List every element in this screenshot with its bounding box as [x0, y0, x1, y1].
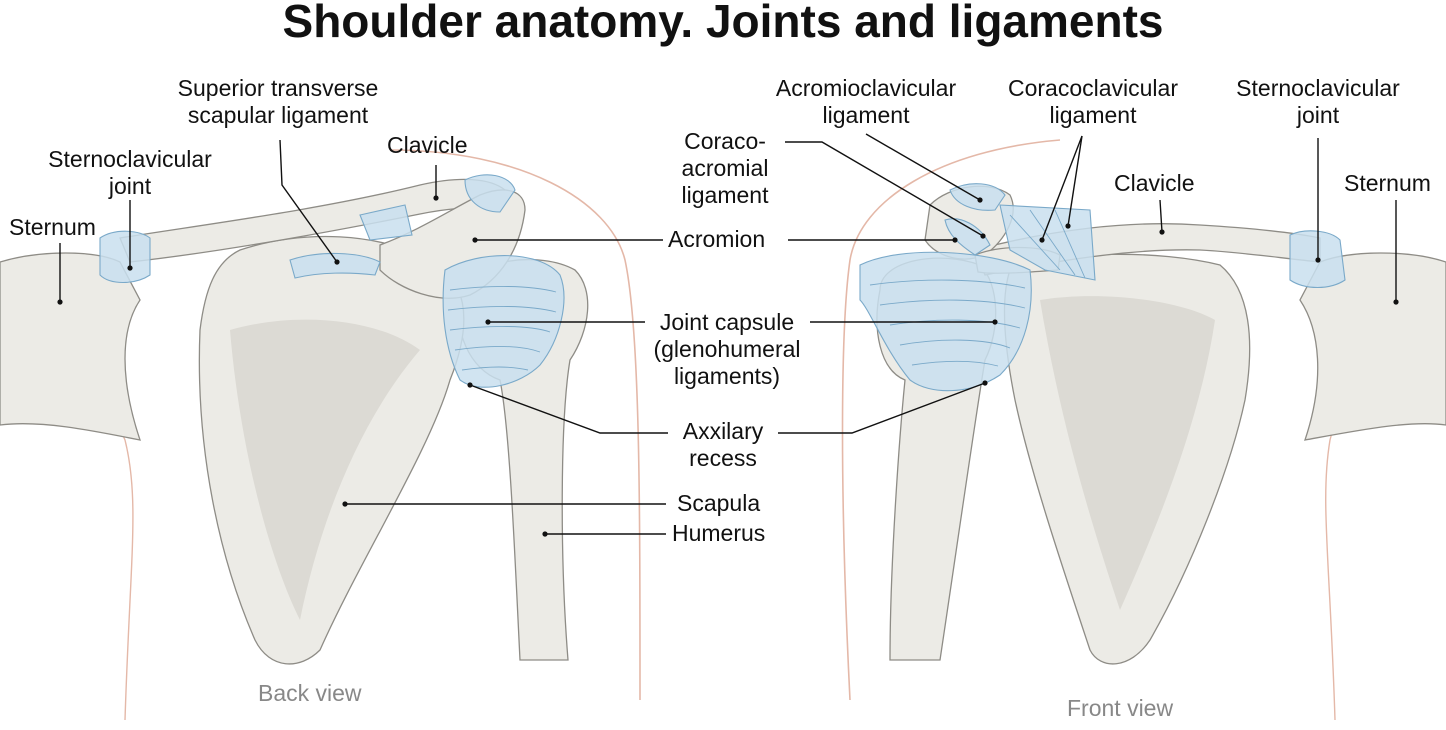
leader-dot	[1065, 223, 1071, 229]
front-view-illustration	[841, 139, 1446, 721]
capsule-striations-back	[447, 286, 557, 371]
label-sternum-right: Sternum	[1344, 170, 1431, 196]
body-outline-front	[841, 139, 1061, 701]
leader-dot	[485, 319, 491, 325]
leader-dot	[980, 233, 986, 239]
label-clavicle-left: Clavicle	[387, 132, 468, 158]
coracoacromial-lig	[944, 218, 991, 256]
superior-transverse-lig	[289, 252, 381, 279]
leader-dot	[992, 319, 998, 325]
leader-dots	[57, 195, 1399, 537]
leader-coracoclavicular-1	[1041, 135, 1083, 241]
label-sternoclavicular-joint-right: Sternoclavicular joint	[1236, 75, 1400, 128]
leader-dot	[982, 380, 988, 386]
leader-dot	[1315, 257, 1321, 263]
label-superior-transverse-scapular-ligament: Superior transverse scapular ligament	[177, 75, 379, 128]
leader-dot	[127, 265, 133, 271]
leader-superior-transverse	[279, 139, 338, 263]
label-axillary-recess: Axxilary recess	[682, 418, 764, 471]
leader-dot	[1039, 237, 1045, 243]
leader-dot	[1159, 229, 1165, 235]
leader-dot	[977, 197, 983, 203]
label-acromioclavicular-ligament: Acromioclavicular ligament	[775, 75, 957, 128]
leader-dot	[1393, 299, 1399, 305]
coracoclavicular-lig-front	[999, 204, 1096, 281]
leader-dot	[472, 237, 478, 243]
leader-axillary-left	[469, 384, 668, 434]
ac-lig-back	[464, 174, 516, 213]
conoid-lig-back	[359, 204, 413, 241]
diagram-title: Shoulder anatomy. Joints and ligaments	[282, 0, 1164, 47]
capsule-striations-front	[869, 209, 1086, 367]
label-acromion: Acromion	[668, 226, 766, 252]
leader-dot	[952, 237, 958, 243]
label-back-view: Back view	[258, 680, 362, 706]
leader-dot	[542, 531, 548, 537]
back-view-illustration	[0, 149, 641, 721]
leader-dot	[433, 195, 439, 201]
leader-lines	[59, 133, 1397, 535]
label-humerus: Humerus	[672, 520, 766, 546]
leader-axillary-right	[778, 382, 986, 434]
scapula-shade-back	[230, 319, 420, 620]
body-outline-back	[389, 149, 641, 701]
leader-dot	[334, 259, 340, 265]
label-coracoacromial-ligament: Coraco- acromial ligament	[681, 128, 769, 208]
sternoclavicular-lig-back	[99, 230, 151, 284]
leader-dot	[57, 299, 63, 305]
sternum-front	[1299, 252, 1446, 441]
leader-acromioclavicular	[865, 133, 981, 201]
label-clavicle-right: Clavicle	[1114, 170, 1195, 196]
leader-dot	[467, 382, 473, 388]
label-sternoclavicular-joint-left: Sternoclavicular joint	[48, 146, 212, 199]
leader-clavicle-right	[1159, 199, 1163, 233]
scapula-shade-front	[1040, 296, 1215, 610]
leader-dot	[342, 501, 348, 507]
sternum-back	[0, 252, 141, 441]
label-joint-capsule: Joint capsule (glenohumeral ligaments)	[653, 309, 801, 389]
label-sternum-left: Sternum	[9, 214, 96, 240]
leader-coracoacromial	[785, 141, 984, 237]
label-front-view: Front view	[1067, 695, 1174, 721]
leader-coracoclavicular-2	[1067, 135, 1083, 227]
label-scapula: Scapula	[677, 490, 761, 516]
label-coracoclavicular-ligament: Coracoclavicular ligament	[1007, 75, 1178, 128]
